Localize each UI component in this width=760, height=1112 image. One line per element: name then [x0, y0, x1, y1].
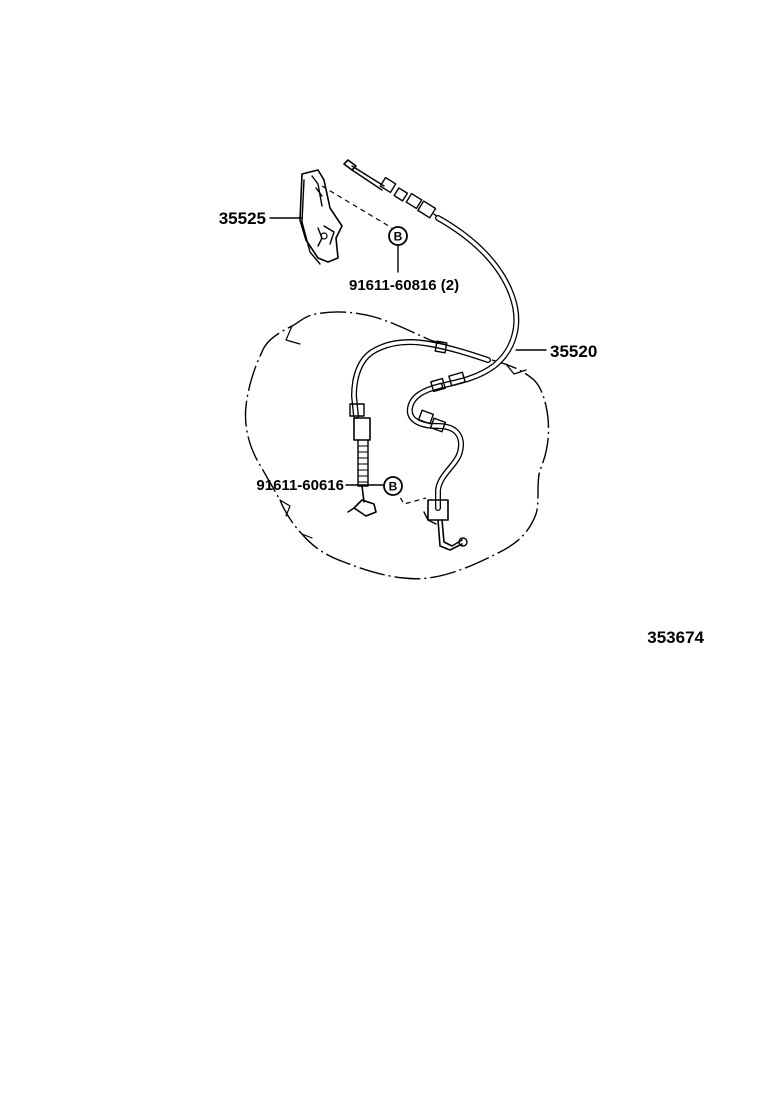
- cable-inner-run: [347, 339, 491, 517]
- marker-b-lower: B: [383, 476, 403, 496]
- marker-b-lower-label: B: [389, 480, 398, 494]
- illustration-code: 353674: [647, 628, 704, 647]
- cable-35520[interactable]: [406, 215, 520, 551]
- marker-b-upper-label: B: [394, 230, 403, 244]
- leader-lines: [269, 217, 547, 486]
- label-lower-bolt: 91611-60616: [256, 477, 344, 494]
- dashed-leaders: [321, 185, 427, 505]
- label-cable: 35520: [550, 342, 597, 361]
- label-upper-bolt: 91611-60816 (2): [349, 277, 459, 294]
- cable-upper-end: [343, 159, 443, 221]
- transmission-outline: [244, 311, 550, 580]
- label-bracket: 35525: [219, 209, 266, 228]
- marker-b-upper: B: [388, 226, 408, 273]
- bracket-35525[interactable]: [299, 169, 343, 265]
